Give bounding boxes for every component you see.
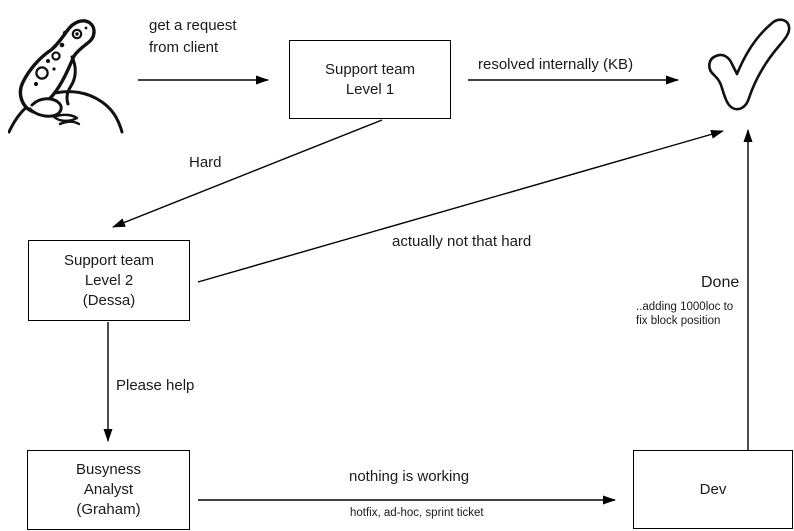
edge-sublabel-hotfix-adhoc: hotfix, ad-hoc, sprint ticket: [350, 507, 484, 519]
node-support-team-level-2: Support team Level 2 (Dessa): [28, 240, 190, 321]
edge-label-resolved-internally: resolved internally (KB): [478, 56, 634, 73]
edge-label-hard: Hard: [189, 154, 222, 171]
edge-hard-arrow: [112, 119, 383, 228]
edge-not-that-hard-arrow: [197, 129, 724, 283]
node-support-team-level-1: Support team Level 1: [289, 40, 451, 119]
edge-label-nothing-is-working: nothing is working: [349, 468, 470, 485]
frog-on-rock-icon: [8, 19, 124, 134]
checkmark-icon: [708, 18, 791, 111]
edge-label-done: Done: [701, 274, 740, 291]
node-busyness-analyst: Busyness Analyst (Graham): [27, 450, 190, 530]
edge-label-actually-not-that-hard: actually not that hard: [392, 233, 532, 250]
edge-label-please-help: Please help: [116, 377, 195, 394]
edge-label-get-request: get a request from client: [149, 17, 237, 56]
node-dev: Dev: [633, 450, 793, 529]
edge-sublabel-adding-1000loc: ..adding 1000loc to fix block position: [636, 301, 734, 327]
